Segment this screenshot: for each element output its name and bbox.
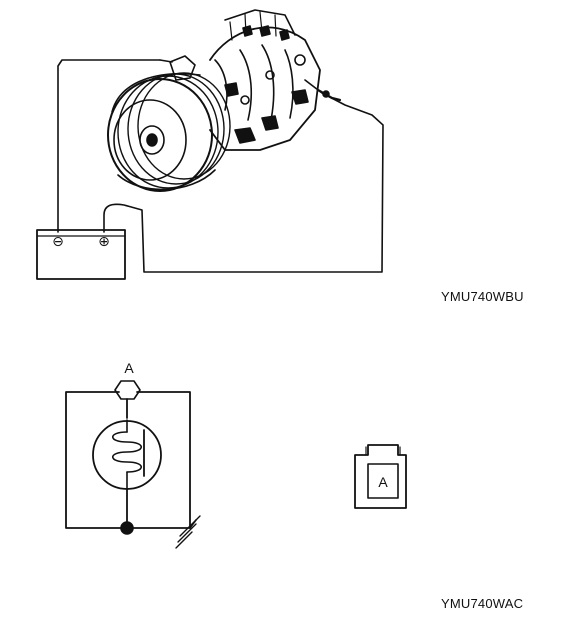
battery-negative-symbol: ⊖: [52, 234, 64, 250]
figure-code-bottom: YMU740WAC: [441, 596, 524, 611]
wire-positive: [103, 79, 384, 273]
connector-face: [354, 444, 407, 509]
connector-terminal-label: A: [378, 474, 388, 490]
battery: [36, 229, 126, 280]
schematic-terminal-label: A: [124, 360, 134, 376]
figure-code-top: YMU740WBU: [441, 289, 524, 304]
battery-positive-symbol: ⊕: [98, 234, 110, 250]
clutch-schematic: [65, 380, 201, 549]
compressor-assembly: [107, 9, 321, 192]
wire-negative: [57, 59, 161, 233]
